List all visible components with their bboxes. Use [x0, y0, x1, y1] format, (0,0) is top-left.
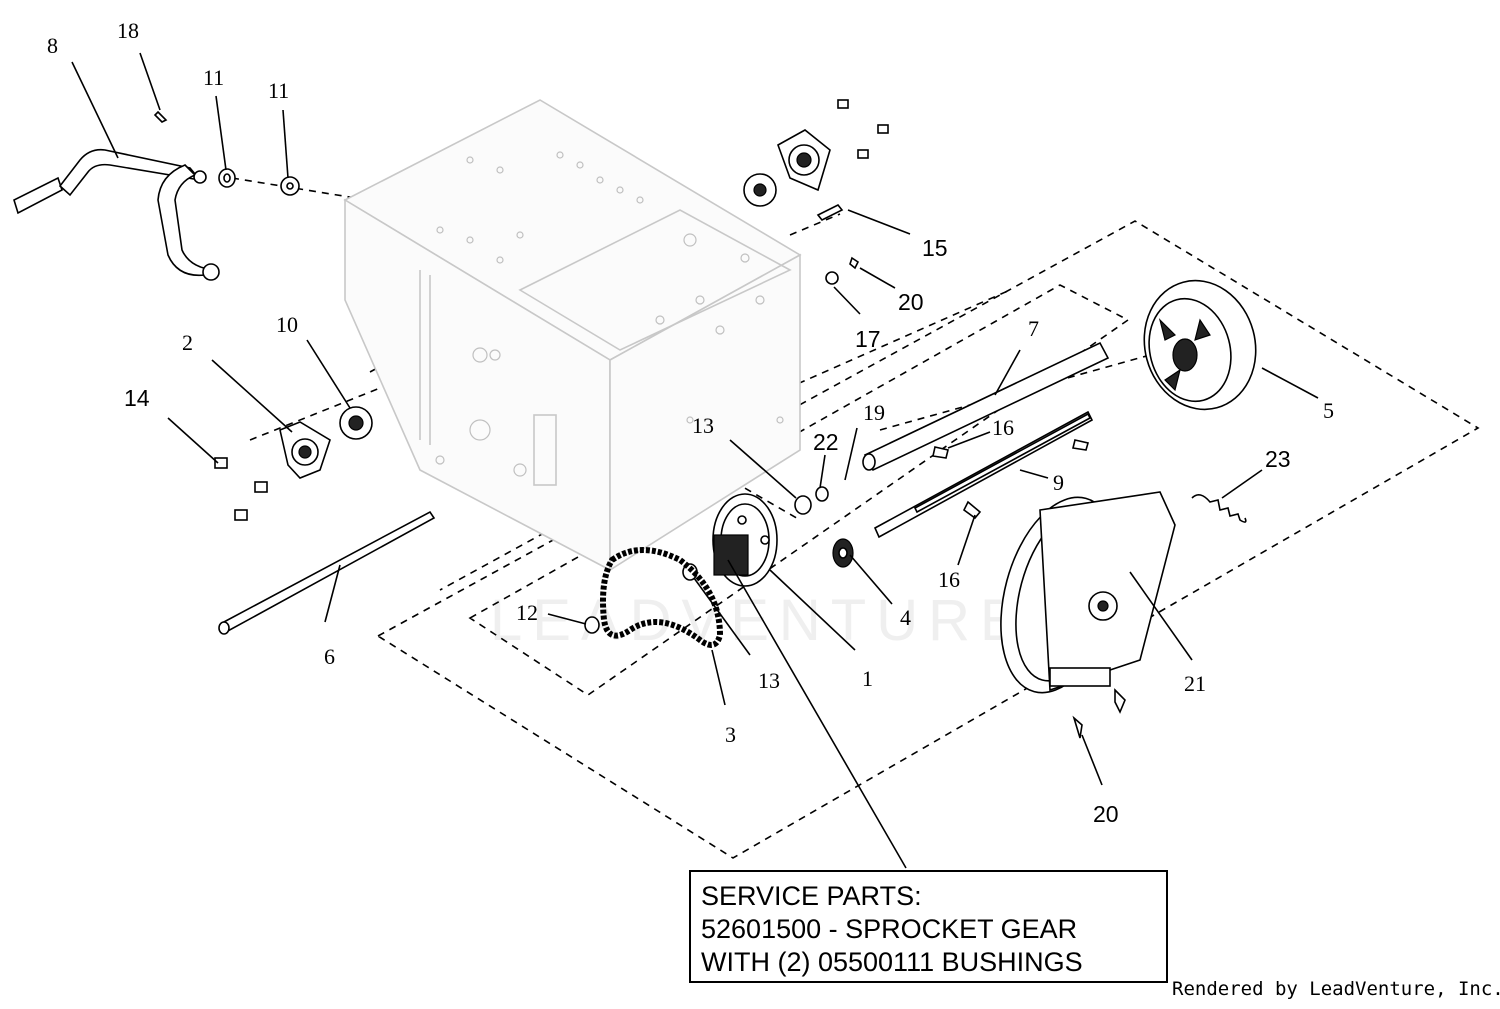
- callout-12: 12: [516, 600, 538, 625]
- callout-11: 11: [203, 65, 224, 90]
- callout-3: 3: [725, 722, 736, 747]
- callout-15: 15: [922, 235, 948, 261]
- callout-13: 13: [692, 413, 714, 438]
- callout-17: 17: [855, 326, 881, 352]
- part-22-bushing: [794, 486, 829, 515]
- part-6-shaft: [218, 510, 436, 635]
- callout-6: 6: [324, 644, 335, 669]
- callout-13: 13: [758, 668, 780, 693]
- part-8-lever: [13, 148, 220, 281]
- leader-lines: [71, 52, 1319, 869]
- part-11-washer-a: [218, 168, 236, 188]
- callout-14: 14: [124, 385, 150, 411]
- watermark: LEADVENTURE: [490, 588, 1029, 653]
- render-credit: Rendered by LeadVenture, Inc.: [1172, 978, 1500, 1000]
- part-7-tube: [862, 341, 1110, 472]
- callout-21: 21: [1184, 671, 1206, 696]
- part-12-bushing: [584, 616, 600, 634]
- callout-23: 23: [1265, 446, 1291, 472]
- part-11-washer-b: [280, 176, 300, 196]
- part-18-cotter-pin: [153, 110, 168, 123]
- service-parts-note: SERVICE PARTS: 52601500 - SPROCKET GEAR …: [689, 870, 1168, 983]
- callout-5: 5: [1323, 398, 1334, 423]
- part-10-bearing: [339, 406, 373, 440]
- callout-8: 8: [47, 33, 58, 58]
- service-parts-title: SERVICE PARTS:: [701, 881, 922, 911]
- part-9-hex-shaft: [873, 410, 1094, 539]
- upper-flange-bearing: [743, 99, 889, 285]
- part-4-pinion: [832, 538, 854, 568]
- part-1-sprocket: [712, 493, 778, 587]
- part-3-chain: [600, 547, 724, 648]
- part-14-bolts: [214, 457, 268, 521]
- callout-10: 10: [276, 312, 298, 337]
- callout-22: 22: [813, 429, 839, 455]
- callout-20: 20: [1093, 801, 1119, 827]
- callout-18: 18: [117, 18, 139, 43]
- service-parts-line-2: 52601500 - SPROCKET GEAR: [701, 914, 1078, 944]
- part-23-spring: [1191, 494, 1247, 523]
- callout-16: 16: [938, 567, 960, 592]
- callout-16: 16: [992, 415, 1014, 440]
- callout-19: 19: [863, 400, 885, 425]
- callout-4: 4: [900, 605, 911, 630]
- callout-20: 20: [898, 289, 924, 315]
- callout-11: 11: [268, 78, 289, 103]
- callout-7: 7: [1028, 316, 1039, 341]
- callout-9: 9: [1053, 470, 1064, 495]
- part-5-drive-wheel: [1143, 279, 1257, 411]
- part-2-flange-bearing: [279, 421, 331, 479]
- callout-2: 2: [182, 330, 193, 355]
- housing-frame: [343, 99, 802, 572]
- cotter-pins: [932, 439, 1126, 739]
- service-parts-line-3: WITH (2) 05500111 BUSHINGS: [701, 947, 1083, 977]
- part-21-friction-housing: [1000, 491, 1176, 694]
- callout-numbers: 8 18 11 11 2 10 14 6 15 20 17 7 16 9 5 2…: [47, 18, 1334, 827]
- callout-1: 1: [862, 666, 873, 691]
